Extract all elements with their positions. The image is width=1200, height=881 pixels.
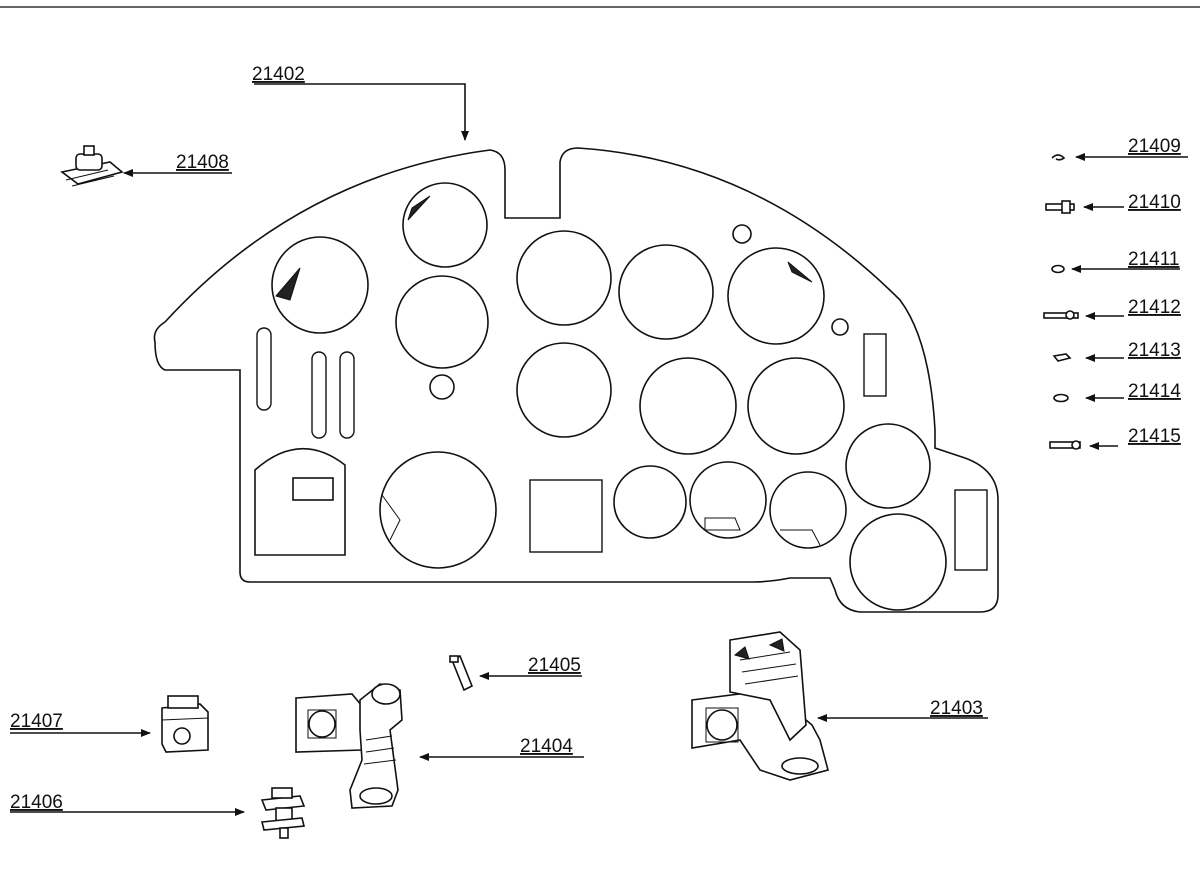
gauge-hole: [379, 451, 497, 569]
callout-label-21412: 21412: [1128, 297, 1181, 318]
gauge-hole: [618, 244, 714, 340]
gauge-hole: [516, 342, 612, 438]
callout-label-21405: 21405: [528, 655, 581, 676]
callout-21404: 21404: [295, 683, 584, 809]
callout-label-21407: 21407: [10, 711, 63, 732]
panel-slots: [256, 327, 988, 571]
callout-label-21414: 21414: [1128, 381, 1181, 402]
callout-label-21402: 21402: [252, 64, 305, 85]
small-hole: [732, 224, 752, 244]
callout-label-21403: 21403: [930, 698, 983, 719]
slot: [256, 327, 272, 411]
gauge-hole: [254, 447, 346, 556]
callout-21406: 21406: [10, 787, 306, 839]
callout-label-21410: 21410: [1128, 192, 1181, 213]
part-21405-pin: [449, 654, 474, 692]
callout-label-21406: 21406: [10, 792, 63, 813]
part-21411-washer: [1051, 264, 1065, 274]
callout-label-21404: 21404: [520, 736, 573, 757]
part-21410-bolt: [1045, 200, 1075, 214]
callout-21415: 21415: [1049, 426, 1181, 450]
part-21412-bolt: [1043, 310, 1079, 320]
slot: [529, 479, 603, 553]
gauge-hole: [849, 513, 947, 611]
gauge-hole: [402, 182, 488, 268]
callout-21412: 21412: [1043, 297, 1181, 320]
gauge-hole: [747, 357, 845, 455]
part-21414-washer: [1053, 393, 1069, 403]
callout-21408: 21408: [60, 145, 232, 187]
callout-21414: 21414: [1053, 381, 1181, 403]
callout-21407: 21407: [10, 695, 209, 753]
small-hole: [831, 318, 849, 336]
part-21404-bracket: [295, 683, 403, 809]
callout-21410: 21410: [1045, 192, 1181, 214]
slot: [954, 489, 988, 571]
callout-label-21413: 21413: [1128, 340, 1181, 361]
gauge-hole: [613, 465, 687, 539]
callout-21405: 21405: [449, 654, 582, 692]
callout-21413: 21413: [1052, 340, 1181, 362]
part-21409-clip: [1051, 154, 1066, 161]
callout-label-21411: 21411: [1128, 249, 1179, 270]
callout-21402: 21402: [252, 64, 469, 141]
leader-line-21402: [254, 83, 469, 141]
slot: [311, 351, 327, 439]
slot: [863, 333, 887, 397]
gauge-hole: [271, 236, 369, 334]
gauge-holes: [254, 182, 947, 611]
gauge-hole: [516, 230, 612, 326]
instrument-panel: [153, 147, 999, 613]
part-21415-bolt: [1049, 440, 1081, 450]
part-21407-block: [161, 695, 209, 753]
callout-21411: 21411: [1051, 249, 1180, 274]
slot: [339, 351, 355, 439]
gauge-hole: [689, 461, 767, 539]
callout-21409: 21409: [1051, 136, 1188, 161]
gauge-bracket-marks: [275, 195, 813, 301]
part-21413-nut: [1052, 353, 1072, 362]
gauge-hole: [395, 275, 489, 369]
callout-label-21415: 21415: [1128, 426, 1181, 447]
gauge-hole: [727, 247, 825, 345]
gauge-hole: [769, 471, 847, 549]
callout-21403: 21403: [691, 631, 988, 781]
part-21408-mount: [60, 145, 124, 187]
part-21403-bracket: [691, 631, 829, 781]
part-21406-stud: [260, 787, 306, 839]
callout-label-21408: 21408: [176, 152, 229, 173]
gauge-hole: [639, 357, 737, 455]
gauge-hole: [845, 423, 931, 509]
callout-label-21409: 21409: [1128, 136, 1181, 157]
gauge-bracket: [292, 477, 334, 501]
small-hole: [429, 374, 455, 400]
gauge-details: [381, 494, 821, 546]
